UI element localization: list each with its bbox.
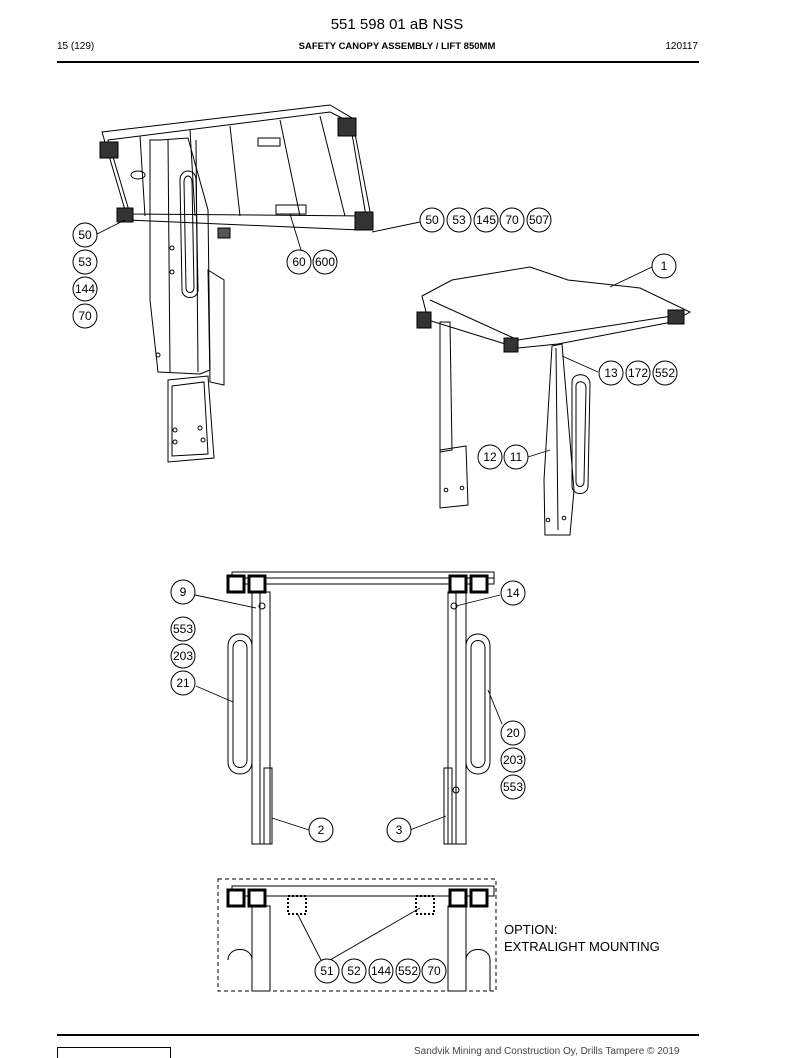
page-number: 15 (129) <box>57 41 95 52</box>
callout-balloon: 145 <box>473 207 499 233</box>
svg-text:70: 70 <box>427 964 441 978</box>
canopy-top-view <box>416 266 692 536</box>
callout-balloon: 172 <box>625 360 651 386</box>
callout-balloon: 144 <box>72 276 98 302</box>
svg-text:13: 13 <box>604 366 618 380</box>
callout-balloon: 51 <box>314 958 340 984</box>
callout-balloon: 50 <box>72 222 98 248</box>
callout-balloon: 14 <box>500 580 526 606</box>
svg-text:14: 14 <box>506 586 520 600</box>
callout-balloon: 507 <box>526 207 552 233</box>
canopy-front-view <box>226 571 495 845</box>
svg-text:507: 507 <box>529 213 549 227</box>
svg-text:50: 50 <box>78 228 92 242</box>
leader-lines <box>96 213 653 961</box>
option-note: OPTION: EXTRALIGHT MOUNTING <box>504 921 660 955</box>
callout-balloon: 21 <box>170 670 196 696</box>
callout-balloon: 3 <box>386 817 412 843</box>
callout-balloon: 13 <box>598 360 624 386</box>
svg-text:553: 553 <box>503 780 523 794</box>
svg-text:52: 52 <box>347 964 361 978</box>
callout-balloon: 552 <box>395 958 421 984</box>
callout-balloon: 60 <box>286 249 312 275</box>
svg-text:552: 552 <box>398 964 418 978</box>
svg-text:51: 51 <box>320 964 334 978</box>
svg-text:50: 50 <box>425 213 439 227</box>
callout-balloon: 52 <box>341 958 367 984</box>
svg-text:600: 600 <box>315 255 335 269</box>
callout-balloon: 144 <box>368 958 394 984</box>
svg-text:172: 172 <box>628 366 648 380</box>
svg-text:53: 53 <box>452 213 466 227</box>
callout-balloon: 70 <box>72 303 98 329</box>
callout-balloon: 70 <box>421 958 447 984</box>
svg-text:21: 21 <box>176 676 190 690</box>
callout-balloon: 1 <box>651 253 677 279</box>
svg-text:2: 2 <box>318 823 325 837</box>
footer-copyright: Sandvik Mining and Construction Oy, Dril… <box>414 1046 680 1057</box>
callout-balloon: 2 <box>308 817 334 843</box>
svg-text:20: 20 <box>506 726 520 740</box>
svg-text:9: 9 <box>180 585 187 599</box>
svg-text:203: 203 <box>503 753 523 767</box>
extralight-option-view <box>217 878 497 992</box>
svg-text:53: 53 <box>78 255 92 269</box>
callout-balloon: 53 <box>446 207 472 233</box>
svg-text:203: 203 <box>173 649 193 663</box>
document-code: 120117 <box>665 41 698 52</box>
callout-balloon: 552 <box>652 360 678 386</box>
option-description: EXTRALIGHT MOUNTING <box>504 939 660 954</box>
page-title: SAFETY CANOPY ASSEMBLY / LIFT 850MM <box>298 41 496 52</box>
svg-text:12: 12 <box>483 450 497 464</box>
callout-balloon: 11 <box>503 444 529 470</box>
svg-text:70: 70 <box>78 309 92 323</box>
callout-balloon: 553 <box>170 616 196 642</box>
svg-text:144: 144 <box>371 964 391 978</box>
callout-balloon: 553 <box>500 774 526 800</box>
svg-text:11: 11 <box>510 450 523 464</box>
callout-balloon: 203 <box>500 747 526 773</box>
svg-text:553: 553 <box>173 622 193 636</box>
callout-balloon: 20 <box>500 720 526 746</box>
option-label: OPTION: <box>504 922 558 937</box>
callout-balloon: 600 <box>312 249 338 275</box>
callout-balloon: 12 <box>477 444 503 470</box>
callout-balloon: 70 <box>499 207 525 233</box>
canopy-underside-view <box>99 104 374 463</box>
callout-balloon: 203 <box>170 643 196 669</box>
callout-balloon: 53 <box>72 249 98 275</box>
svg-text:70: 70 <box>505 213 519 227</box>
callout-balloon: 50 <box>419 207 445 233</box>
svg-text:1: 1 <box>661 259 668 273</box>
svg-text:145: 145 <box>476 213 496 227</box>
svg-text:60: 60 <box>292 255 306 269</box>
footer-rule <box>57 1034 699 1036</box>
svg-text:3: 3 <box>396 823 403 837</box>
svg-text:144: 144 <box>75 282 95 296</box>
document-number: 551 598 01 aB NSS <box>330 16 464 33</box>
callout-balloon: 9 <box>170 579 196 605</box>
header-rule <box>57 61 699 63</box>
svg-text:552: 552 <box>655 366 675 380</box>
